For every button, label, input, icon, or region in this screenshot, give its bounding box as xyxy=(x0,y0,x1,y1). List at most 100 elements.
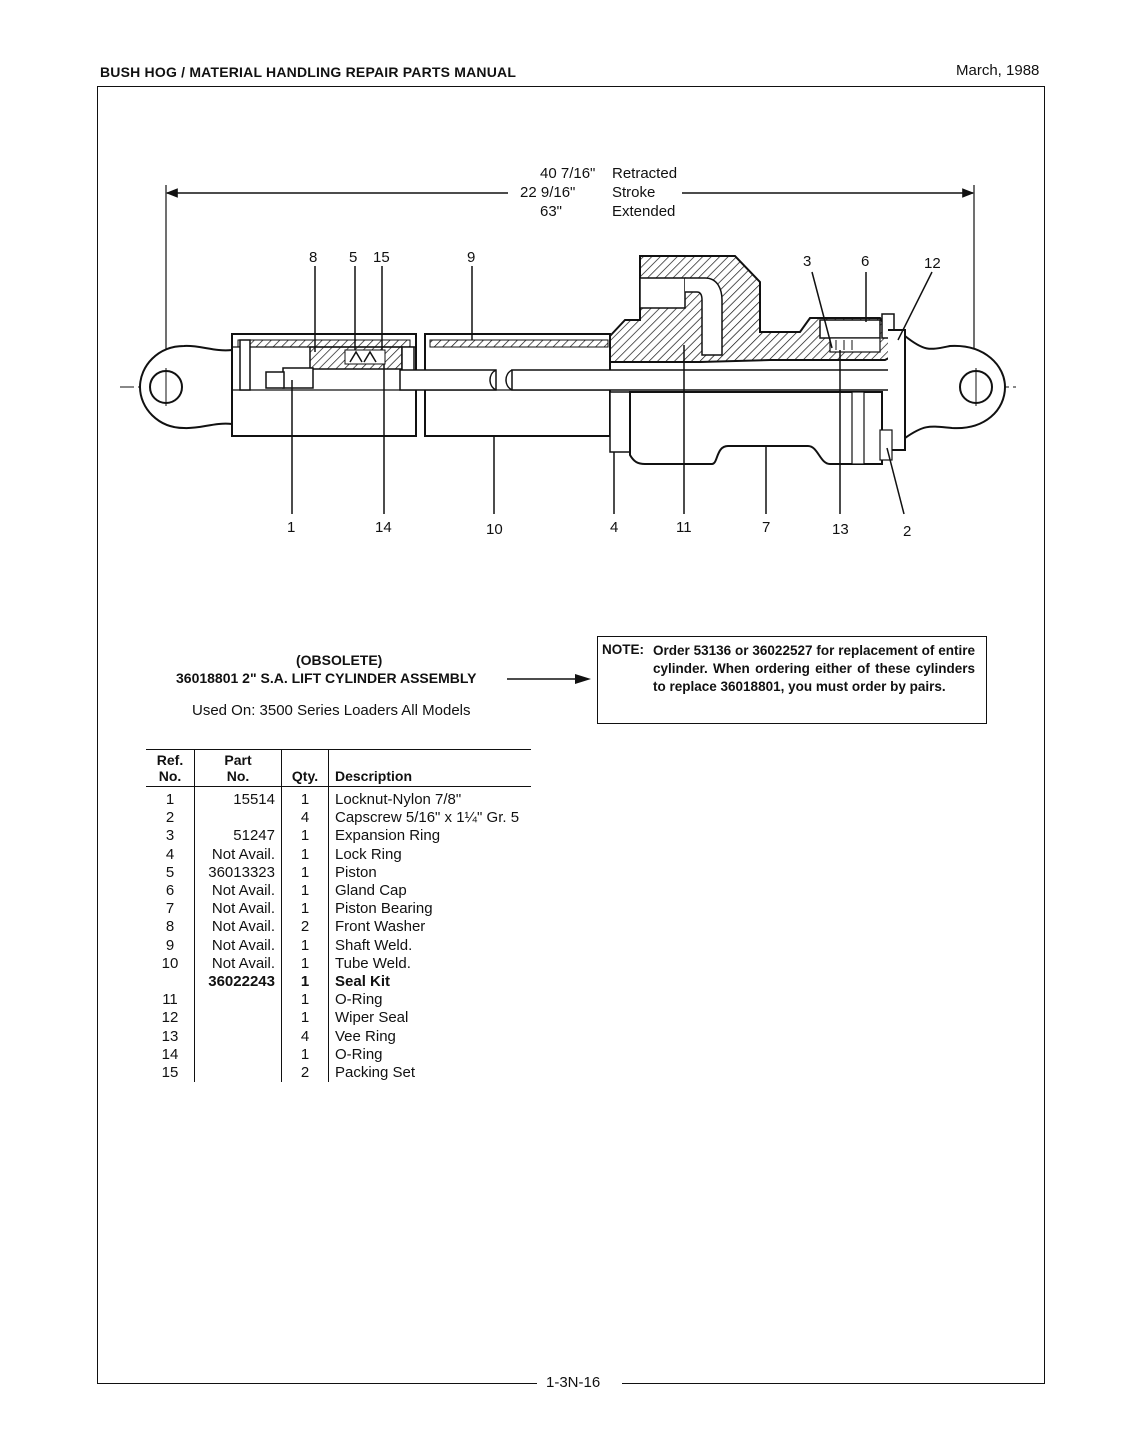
dim-retracted-value: 40 7/16" xyxy=(540,165,595,182)
cell-part-no: Not Avail. xyxy=(194,900,282,919)
footer-rule-right xyxy=(622,1383,1045,1384)
cell-qty: 1 xyxy=(281,900,329,919)
cylinder-cross-section-diagram: 40 7/16" Retracted 22 9/16" Stroke 63" E… xyxy=(120,165,1020,540)
cell-description: Seal Kit xyxy=(328,973,531,992)
cell-part-no: Not Avail. xyxy=(194,882,282,901)
cell-description: Piston Bearing xyxy=(328,900,531,919)
cell-part-no xyxy=(194,1009,282,1028)
cell-ref-no: 15 xyxy=(161,1064,179,1082)
overall-length-dimension: 40 7/16" Retracted 22 9/16" Stroke 63" E… xyxy=(165,165,975,350)
cell-qty: 4 xyxy=(281,809,329,828)
assembly-status: (OBSOLETE) xyxy=(296,652,383,668)
cell-ref-no: 6 xyxy=(165,882,175,900)
cell-qty: 1 xyxy=(281,863,329,883)
cell-ref-no: 10 xyxy=(161,954,179,972)
callout-3: 3 xyxy=(803,253,811,270)
callout-6: 6 xyxy=(861,253,869,270)
callout-9: 9 xyxy=(467,249,475,266)
header-ref-no: Ref.No. xyxy=(156,752,184,784)
assembly-title: 36018801 2" S.A. LIFT CYLINDER ASSEMBLY xyxy=(176,670,477,686)
header-qty: Qty. xyxy=(281,749,329,787)
callout-13: 13 xyxy=(832,521,849,538)
callout-11: 11 xyxy=(676,519,692,536)
cell-description: Front Washer xyxy=(328,918,531,937)
used-on-text: Used On: 3500 Series Loaders All Models xyxy=(192,702,471,719)
callout-4: 4 xyxy=(610,519,618,536)
cell-description: O-Ring xyxy=(328,1045,531,1065)
dim-stroke-label: Stroke xyxy=(612,184,655,201)
cell-ref-no: 2 xyxy=(165,809,175,827)
left-clevis-eye xyxy=(138,344,233,430)
callout-15: 15 xyxy=(373,249,390,266)
dim-extended-value: 63" xyxy=(540,203,562,220)
cell-qty: 1 xyxy=(281,991,329,1010)
cell-part-no: Not Avail. xyxy=(194,936,282,955)
dim-stroke-value: 22 9/16" xyxy=(520,184,575,201)
cell-ref-no: 5 xyxy=(165,863,175,881)
note-box: NOTE: Order 53136 or 36022527 for replac… xyxy=(597,636,987,724)
cell-qty: 1 xyxy=(281,786,329,810)
manual-title: BUSH HOG / MATERIAL HANDLING REPAIR PART… xyxy=(100,64,517,80)
cell-ref-no: 13 xyxy=(161,1027,179,1045)
cell-part-no: 36022243 xyxy=(194,973,282,992)
cell-description: Capscrew 5/16" x 1¼" Gr. 5 xyxy=(328,809,531,828)
cell-qty: 1 xyxy=(281,954,329,974)
cell-ref-no: 3 xyxy=(165,827,175,845)
cell-part-no: 15514 xyxy=(194,786,282,810)
cell-description: O-Ring xyxy=(328,991,531,1010)
manual-date: March, 1988 xyxy=(956,62,1040,79)
cell-ref-no: 1 xyxy=(165,791,175,808)
footer-rule-left xyxy=(97,1383,537,1384)
cell-part-no: Not Avail. xyxy=(194,918,282,937)
cell-ref-no: 7 xyxy=(165,900,175,918)
header-description: Description xyxy=(328,749,531,787)
cell-description: Expansion Ring xyxy=(328,827,531,846)
cell-description: Wiper Seal xyxy=(328,1009,531,1028)
right-clevis-eye xyxy=(904,333,1007,440)
callout-7: 7 xyxy=(762,519,770,536)
page-number: 1-3N-16 xyxy=(540,1374,607,1391)
callout-1: 1 xyxy=(287,519,295,536)
cell-qty: 1 xyxy=(281,845,329,864)
cell-qty: 1 xyxy=(281,827,329,846)
cell-ref-no: 9 xyxy=(165,936,175,954)
cell-description: Shaft Weld. xyxy=(328,936,531,955)
cell-qty: 1 xyxy=(281,1045,329,1065)
cell-description: Vee Ring xyxy=(328,1027,531,1046)
dim-retracted-label: Retracted xyxy=(612,165,677,182)
callout-2: 2 xyxy=(903,523,911,540)
note-label: NOTE: xyxy=(602,642,644,657)
cell-qty: 2 xyxy=(281,918,329,937)
cell-ref-no xyxy=(146,973,195,991)
bottom-leaders xyxy=(291,345,905,515)
cell-qty: 4 xyxy=(281,1027,329,1046)
callout-5: 5 xyxy=(349,249,357,266)
callout-12: 12 xyxy=(924,255,941,272)
gland-head xyxy=(609,255,906,465)
note-text: Order 53136 or 36022527 for replacement … xyxy=(653,643,975,694)
page-frame xyxy=(97,86,1045,1384)
piston-assembly xyxy=(265,346,415,390)
cell-qty: 1 xyxy=(281,973,329,992)
cell-description: Packing Set xyxy=(328,1064,531,1083)
cell-part-no xyxy=(194,1064,282,1083)
cell-qty: 1 xyxy=(281,1009,329,1028)
cell-part-no xyxy=(194,1045,282,1065)
cell-part-no xyxy=(194,809,282,828)
cell-description: Piston xyxy=(328,863,531,883)
cell-part-no xyxy=(194,991,282,1010)
